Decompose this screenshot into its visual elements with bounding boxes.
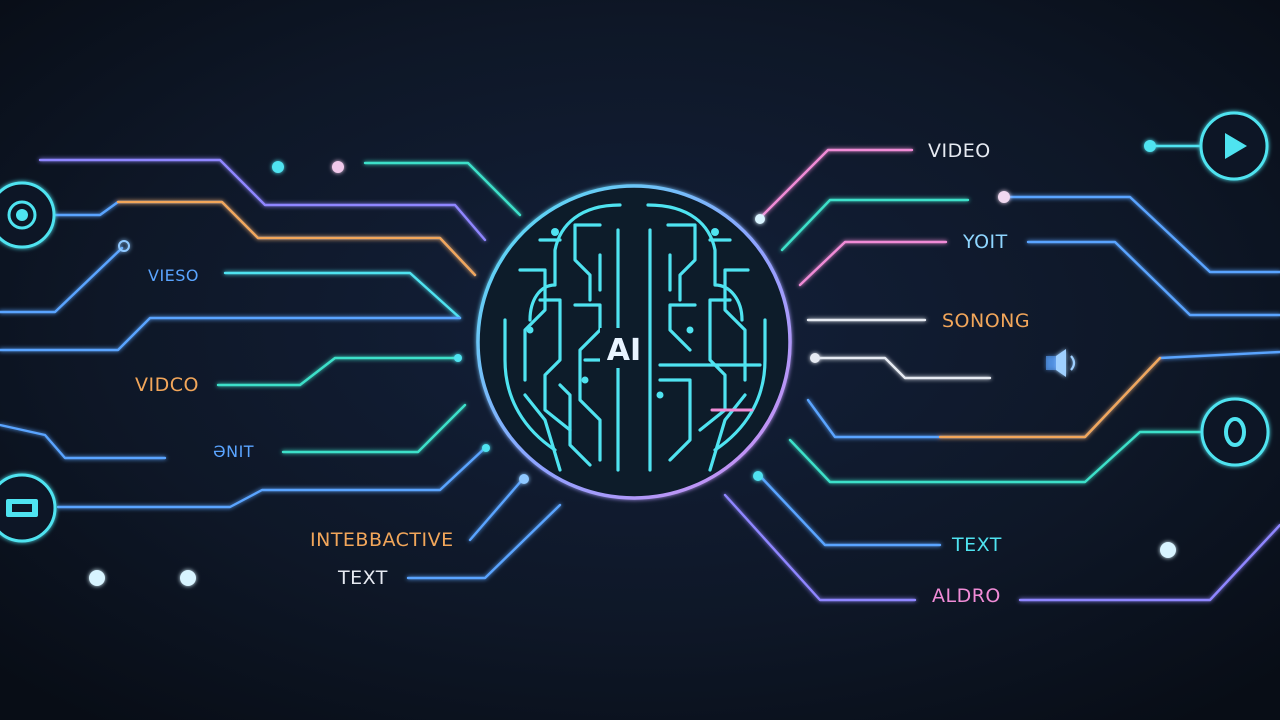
label-text-left: TEXT <box>337 567 388 589</box>
node-dot <box>118 240 130 252</box>
connection-line <box>38 158 487 242</box>
label-audio: ALDRO <box>932 585 1001 607</box>
zero-icon <box>1200 397 1270 467</box>
label-video-2: VIDCO <box>135 374 199 396</box>
connection-line <box>56 446 487 509</box>
connection-line <box>363 161 522 217</box>
connection-line <box>813 356 992 380</box>
label-interactive: INTEBBACTIVE <box>310 529 454 551</box>
ai-core: AI <box>476 184 792 500</box>
node-dot <box>272 161 284 173</box>
node-dot <box>755 214 765 224</box>
label-unit: ƏNIT <box>213 442 254 461</box>
speaker-icon <box>1046 349 1076 377</box>
connection-line <box>938 356 1162 439</box>
label-yoit: YOIT <box>962 231 1008 253</box>
connection-line <box>223 271 462 320</box>
target-icon <box>0 181 56 249</box>
node-dot <box>1144 140 1156 152</box>
node-dot <box>753 471 763 481</box>
node-dot <box>454 354 462 362</box>
connection-line <box>0 246 124 314</box>
connection-line <box>798 240 948 287</box>
connection-line <box>758 148 914 220</box>
label-video-1: VIESO <box>148 266 199 285</box>
node-dot <box>89 570 105 586</box>
right-connections <box>723 144 1280 602</box>
node-dot <box>332 161 344 173</box>
left-connections <box>0 158 562 580</box>
connection-line <box>1018 523 1280 602</box>
connection-line <box>281 403 467 454</box>
connection-line <box>1026 240 1280 317</box>
node-dot <box>998 191 1010 203</box>
label-text-right: TEXT <box>951 534 1002 556</box>
connection-line <box>116 200 477 277</box>
connection-line <box>780 198 970 252</box>
node-dot <box>180 570 196 586</box>
connection-line <box>0 423 167 460</box>
ai-label-backdrop <box>600 328 648 368</box>
node-dot <box>519 474 529 484</box>
play-icon <box>1199 111 1269 181</box>
brain-circuit-icon <box>503 203 767 472</box>
connection-line <box>468 478 524 542</box>
monitor-icon <box>0 473 57 543</box>
ai-label: AI <box>607 333 641 368</box>
connection-line <box>1002 195 1280 274</box>
node-dot <box>482 444 490 452</box>
label-video-right: VIDEO <box>928 140 991 162</box>
connection-line <box>406 503 562 580</box>
connection-line <box>216 356 458 387</box>
connection-line <box>758 474 942 547</box>
node-dot <box>810 353 820 363</box>
label-sonong: SONONG <box>942 310 1030 332</box>
connection-line <box>0 316 462 352</box>
connection-line <box>723 493 917 602</box>
node-dot <box>1160 542 1176 558</box>
connection-line <box>788 430 1202 484</box>
connection-nodes <box>89 140 1176 586</box>
